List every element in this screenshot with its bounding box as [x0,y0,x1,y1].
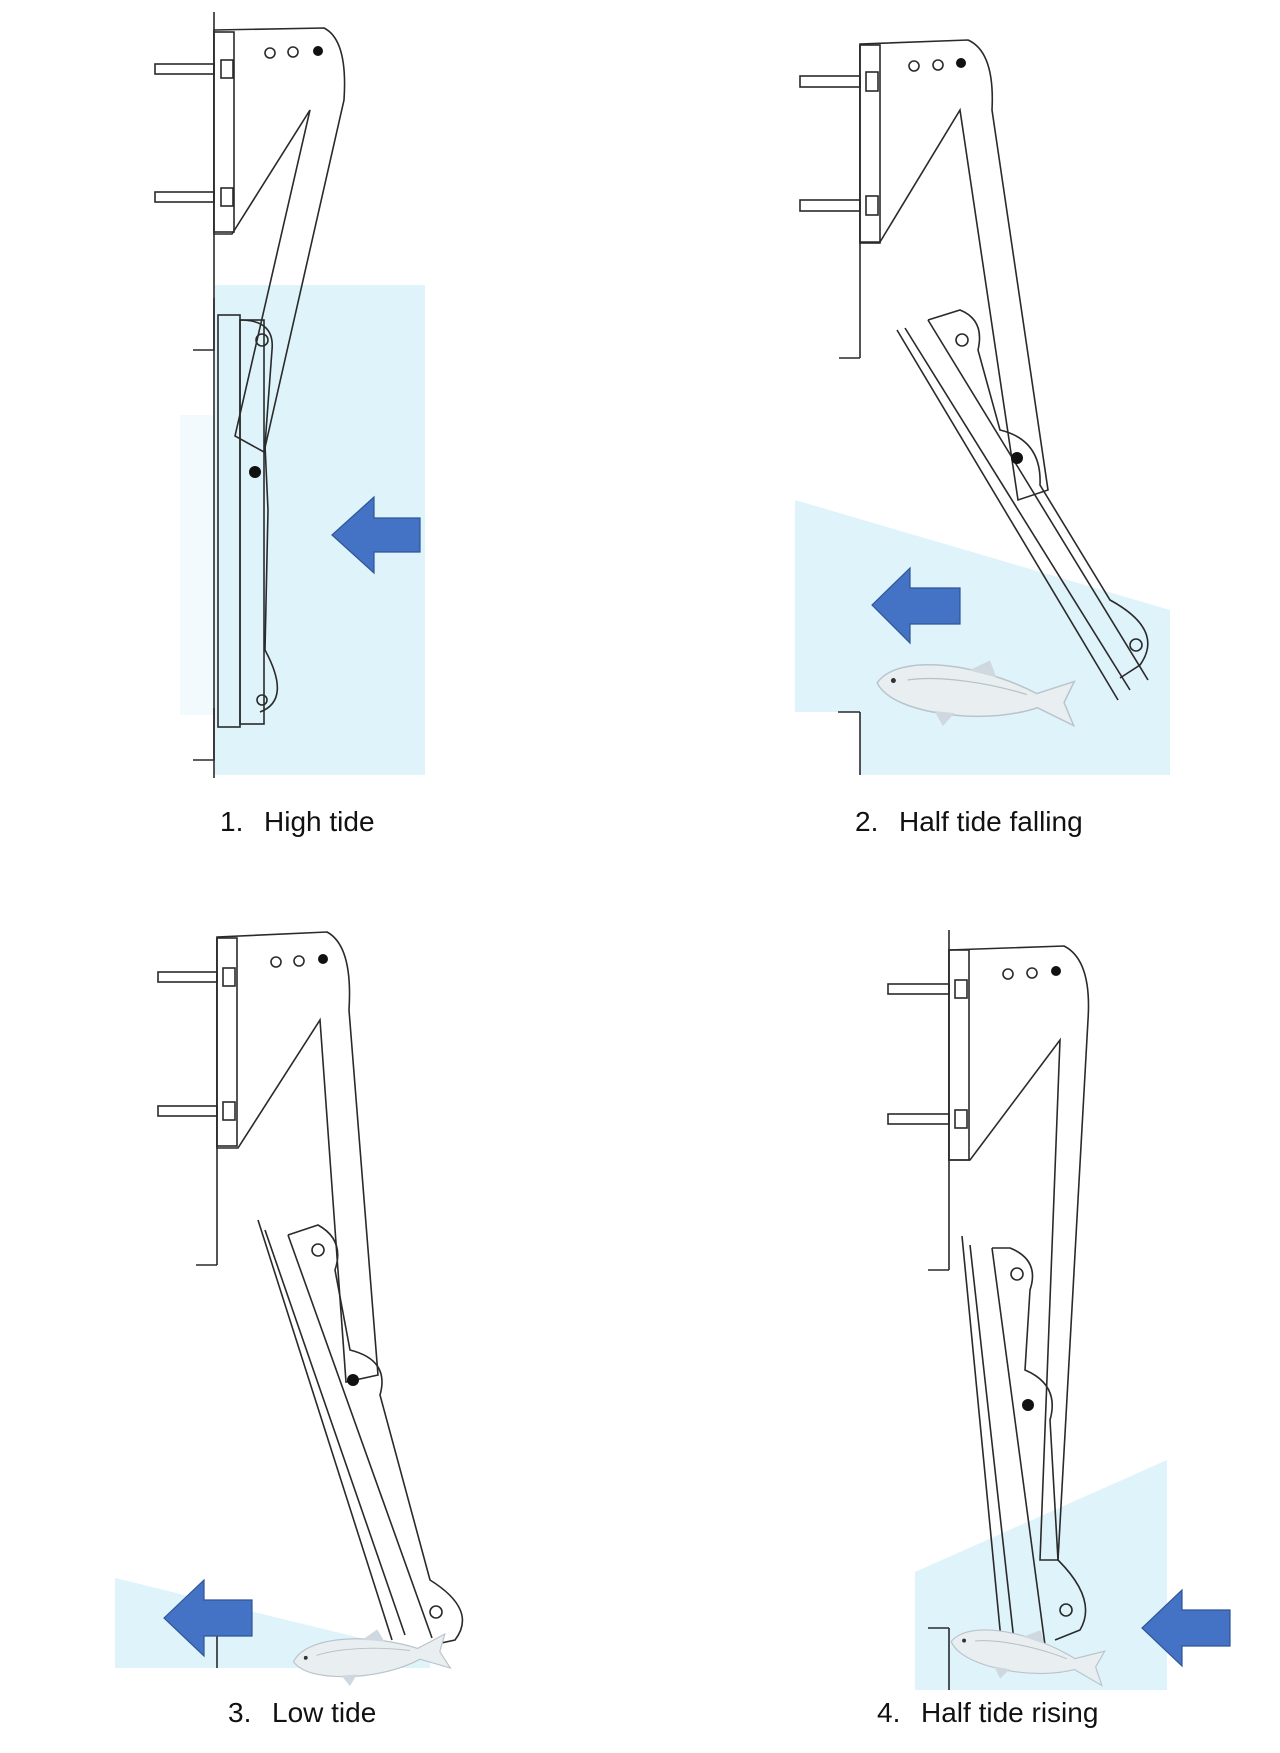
panel-high-tide [154,12,425,778]
caption-label: Low tide [272,1697,377,1728]
caption-number: 2. [855,806,879,837]
caption-label: Half tide rising [921,1697,1099,1728]
caption-label: High tide [264,806,375,837]
caption-half-tide-falling: 2. Half tide falling [855,806,1083,838]
arrow-right-icon [871,566,961,645]
caption-number: 4. [877,1697,901,1728]
arrow-left-icon [331,495,421,575]
caption-half-tide-rising: 4. Half tide rising [877,1697,1098,1729]
caption-number: 1. [220,806,244,837]
panel-half-tide-falling [795,39,1170,775]
caption-low-tide: 3. Low tide [228,1697,376,1729]
arrow-right-icon [163,1578,253,1658]
caption-label: Half tide falling [899,806,1083,837]
water-edge-high-tide [180,415,215,715]
arrow-left-icon [1141,1588,1231,1668]
panel-half-tide-rising [887,930,1231,1697]
water-half-tide-falling [795,500,1170,775]
caption-number: 3. [228,1697,252,1728]
panel-low-tide [115,931,464,1691]
caption-high-tide: 1. High tide [220,806,375,838]
